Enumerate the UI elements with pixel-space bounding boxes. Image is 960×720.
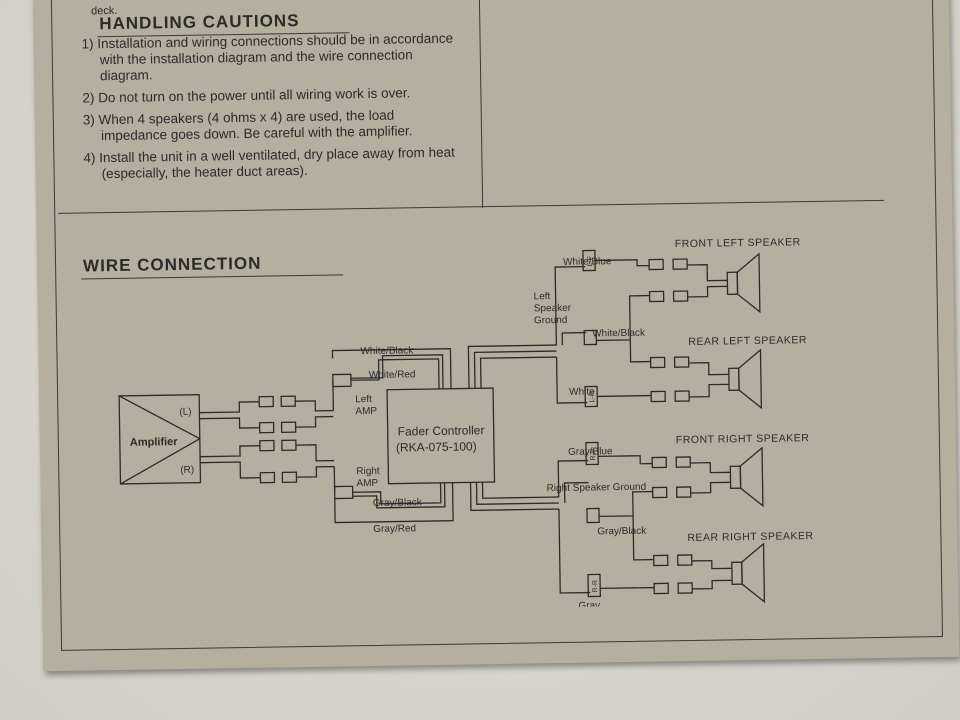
rear-left-speaker-leads	[688, 362, 730, 398]
wire-label-gray-red: Gray/Red	[373, 523, 416, 535]
connector-amp-r2	[259, 471, 276, 484]
rear-left-wires	[597, 339, 652, 398]
left-amp-wire	[295, 400, 334, 428]
amp-l-label: (L)	[179, 407, 191, 418]
wire-connection-diagram: Amplifier (L) (R) Left AMP Right AMP Fad…	[118, 236, 814, 612]
amp-left-wire	[199, 401, 260, 429]
left-ground-label-1: Left	[534, 291, 551, 302]
wire-label-gray-black-in: Gray/Black	[373, 497, 423, 509]
connector-right-ground	[586, 507, 600, 524]
right-amp-wire	[295, 444, 335, 478]
rear-left-speaker-magnet	[728, 367, 740, 392]
fader-left-output-wires	[467, 344, 557, 389]
connector-lf-label: L-F	[587, 256, 594, 267]
connector-fr1	[651, 456, 667, 469]
connector-rl3	[673, 356, 690, 368]
connector-rl2	[650, 390, 666, 403]
connector-rf-label: R-F	[590, 449, 597, 461]
connector-amp-l2	[258, 421, 275, 434]
left-ground-label-2: Speaker	[534, 303, 572, 315]
front-right-speaker-cone	[739, 446, 764, 508]
connector-amp-l1	[258, 395, 274, 408]
rear-left-speaker-label: REAR LEFT SPEAKER	[688, 334, 807, 348]
wire-label-white-black-in: White/Black	[360, 345, 414, 357]
wire-label-right-ground: Right Speaker Ground	[547, 482, 647, 495]
front-left-speaker-leads	[687, 264, 728, 298]
connector-rr-label: R-R	[592, 580, 599, 593]
caution-item-3: 3) When 4 speakers (4 ohms x 4) are used…	[82, 107, 413, 144]
connector-amp-l4	[280, 421, 297, 434]
connector-rr3	[677, 554, 693, 566]
left-amp-label-1: Left	[355, 394, 372, 405]
connector-fl1	[648, 258, 664, 271]
wire-label-white-blue: White/Blue	[563, 256, 612, 268]
caution-item-2: 2) Do not turn on the power until all wi…	[82, 85, 411, 106]
connector-rr1	[653, 554, 669, 567]
connector-left-ground	[583, 329, 598, 346]
connector-rl1	[649, 356, 666, 369]
connector-lr-label: L-R	[589, 391, 596, 402]
fader-label-1: Fader Controller	[398, 423, 485, 438]
fader-label-2: (RKA-075-100)	[396, 439, 477, 454]
connector-fr2	[651, 486, 668, 499]
fader-controller-box	[386, 387, 496, 485]
front-right-speaker-magnet	[729, 465, 742, 489]
rear-left-speaker-cone	[738, 348, 763, 410]
connector-fr3	[675, 456, 691, 468]
wire-label-gray: Gray	[578, 600, 600, 611]
wire-label-white-black-out: White/Black	[592, 328, 646, 340]
amplifier-label: Amplifier	[130, 436, 179, 449]
amplifier-diagonal-bottom	[120, 438, 201, 485]
front-left-wires	[595, 259, 650, 342]
left-amp-label-2: AMP	[355, 406, 377, 417]
front-right-wires	[598, 455, 653, 518]
left-speaker-bundle	[554, 265, 588, 404]
connector-fr4	[675, 486, 692, 498]
right-amp-label-2: AMP	[356, 478, 378, 489]
connector-amp-r1	[259, 439, 275, 452]
connector-amp-l3	[280, 395, 296, 408]
caution-item-4: 4) Install the unit in a well ventilated…	[83, 144, 455, 182]
right-speaker-bundle	[557, 459, 591, 594]
connector-amp-r3	[281, 439, 297, 452]
wire-label-gray-blue: Gray/Blue	[568, 446, 613, 458]
rear-right-wires	[600, 515, 655, 590]
amp-r-label: (R)	[180, 465, 194, 476]
connector-rr	[587, 573, 601, 598]
front-right-speaker-leads	[690, 461, 731, 494]
rear-right-speaker-label: REAR RIGHT SPEAKER	[687, 530, 813, 544]
right-fader-wires	[333, 466, 454, 524]
left-ground-label-3: Ground	[534, 315, 568, 327]
wire-label-white-red: White/Red	[369, 369, 416, 381]
rear-right-speaker-magnet	[731, 561, 743, 585]
amplifier-diagonal-top	[118, 395, 201, 440]
right-amp-connector	[333, 485, 354, 500]
wire-label-white: White	[569, 386, 595, 397]
left-amp-connector	[332, 373, 352, 388]
connector-fl2	[648, 290, 665, 303]
rear-right-speaker-cone	[741, 542, 766, 604]
cautions-list: 1) Installation and wiring connections s…	[81, 31, 455, 189]
wire-label-gray-black-out: Gray/Black	[597, 526, 647, 538]
right-amp-label-1: Right	[356, 466, 380, 477]
rear-right-speaker-leads	[691, 559, 733, 590]
fader-right-output-wires	[469, 482, 559, 512]
connector-amp-r4	[281, 471, 298, 484]
connector-rr2	[653, 582, 669, 595]
front-left-speaker-cone	[736, 252, 761, 314]
left-fader-wires	[331, 348, 452, 411]
caution-item-1: 1) Installation and wiring connections s…	[81, 30, 454, 84]
connector-rl4	[674, 390, 690, 402]
connector-rf	[585, 441, 599, 466]
front-left-speaker-magnet	[726, 271, 739, 296]
connector-fl4	[672, 290, 689, 302]
manual-card: deck. HANDLING CAUTIONS 1) Installation …	[32, 0, 960, 672]
handling-cautions-title: HANDLING CAUTIONS	[99, 11, 300, 34]
connector-fl3	[672, 258, 688, 270]
connector-rr4	[677, 582, 693, 594]
front-left-speaker-label: FRONT LEFT SPEAKER	[675, 236, 801, 250]
amp-right-wire	[200, 445, 261, 479]
front-right-speaker-label: FRONT RIGHT SPEAKER	[676, 432, 810, 446]
